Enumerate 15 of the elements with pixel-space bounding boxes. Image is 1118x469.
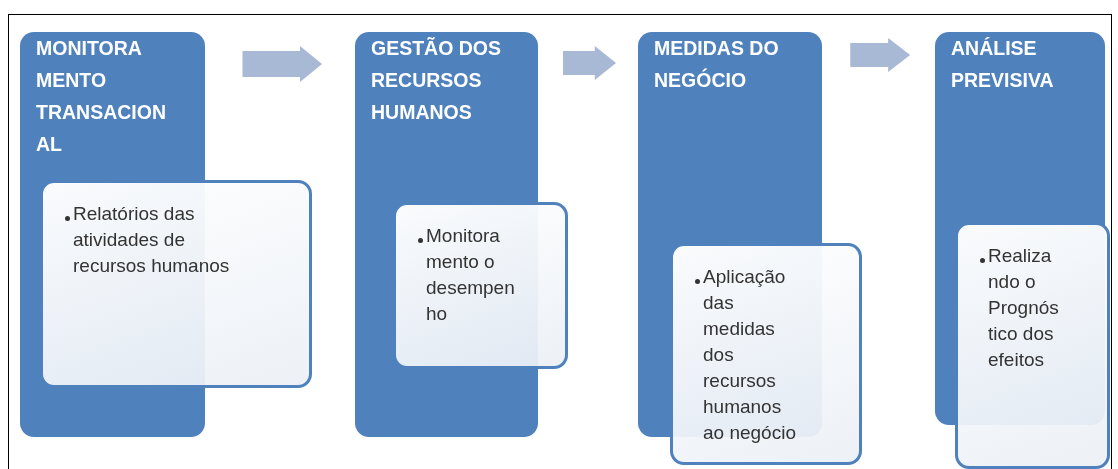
block-arrow <box>242 46 322 82</box>
detail-card <box>40 180 312 388</box>
stage-heading: MONITORA MENTO TRANSACION AL <box>36 36 167 157</box>
block-arrow <box>850 38 911 72</box>
stage-heading: ANÁLISE PREVISIVA <box>951 36 1055 93</box>
detail-text: Relatórios das atividades de recursos humanos <box>73 202 231 278</box>
detail-card <box>955 222 1110 469</box>
detail-text: Aplicação das medidas dos recursos humanos ao negócio <box>703 265 797 445</box>
detail-text: Monitora mento o desempen ho <box>426 224 516 326</box>
block-arrow <box>563 46 616 80</box>
detail-card <box>393 202 568 369</box>
detail-text: Realiza ndo o Prognós tico dos efeitos <box>988 244 1060 372</box>
stage-heading: GESTÃO DOS RECURSOS HUMANOS <box>371 36 503 125</box>
detail-card <box>670 243 862 465</box>
stage-heading: MEDIDAS DO NEGÓCIO <box>654 36 780 93</box>
